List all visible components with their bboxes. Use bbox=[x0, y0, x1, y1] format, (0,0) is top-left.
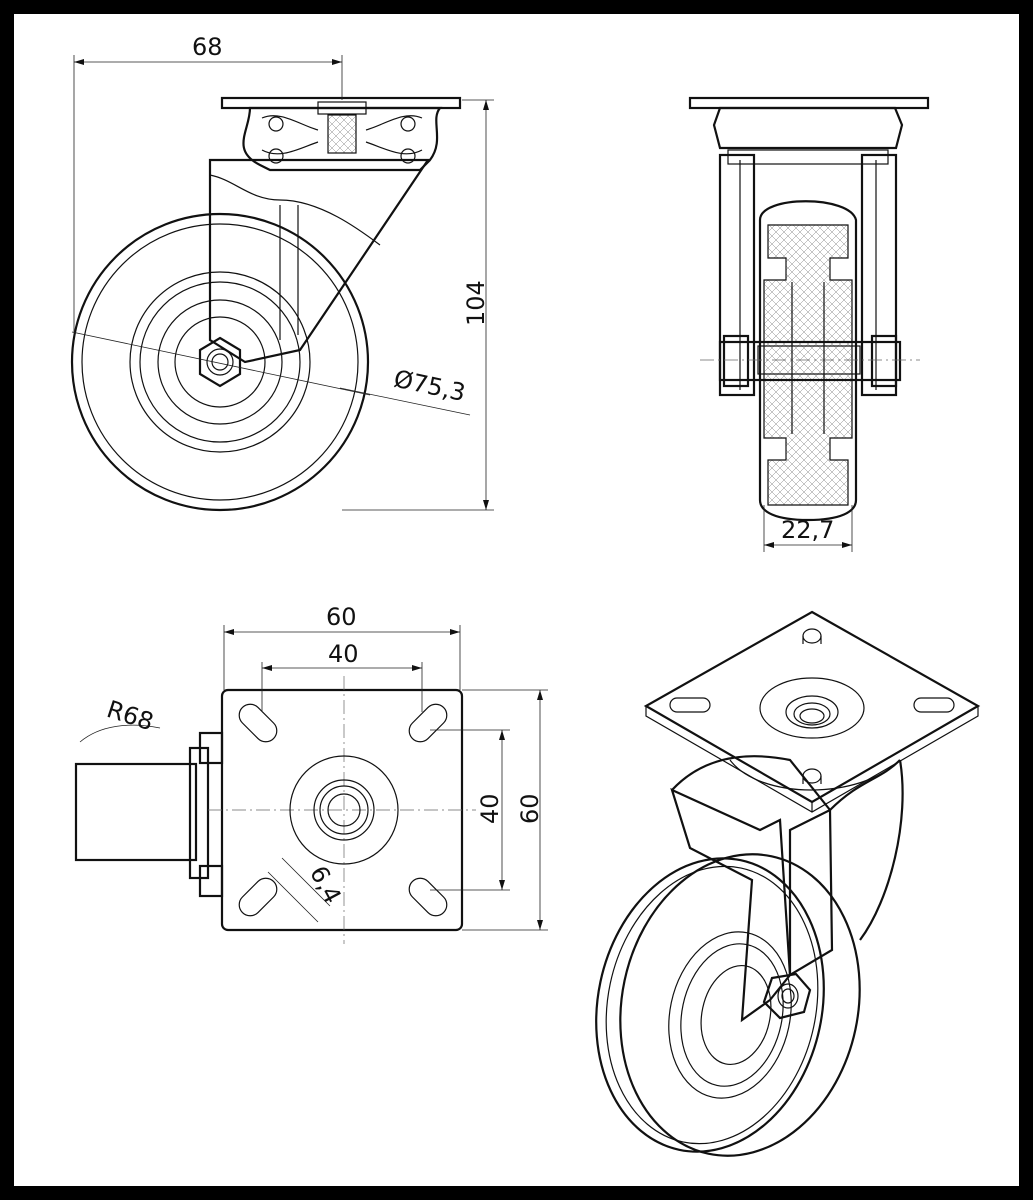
wheel-front bbox=[758, 200, 858, 522]
width-label: 68 bbox=[192, 33, 223, 61]
isometric-view bbox=[595, 610, 981, 1157]
top-view: 60 40 40 60 6,4 R68 bbox=[74, 603, 548, 944]
hole-spacing-y-label: 40 bbox=[476, 793, 504, 824]
axle-nut-iso bbox=[762, 972, 812, 1020]
wheel-outer bbox=[70, 212, 370, 512]
swivel-radius-label: R68 bbox=[103, 695, 157, 736]
wheel-iso bbox=[595, 857, 825, 1153]
plate-height-label: 60 bbox=[516, 793, 544, 824]
hole-spacing-x-label: 40 bbox=[328, 640, 359, 668]
plate-width-label: 60 bbox=[326, 603, 357, 631]
top-plate-side bbox=[220, 96, 462, 110]
technical-drawing: Ø75,3 68 104 22,7 bbox=[70, 33, 981, 1157]
axle-nut bbox=[198, 336, 242, 388]
slot-width-label: 6,4 bbox=[304, 861, 347, 908]
height-label: 104 bbox=[462, 280, 490, 326]
drawing-sheet: Ø75,3 68 104 22,7 bbox=[14, 14, 1019, 1186]
front-view: 22,7 bbox=[688, 96, 930, 552]
wheel-width-label: 22,7 bbox=[781, 516, 834, 544]
mounting-plate-iso bbox=[643, 610, 981, 804]
side-view: Ø75,3 68 104 bbox=[70, 33, 494, 512]
fork-arm bbox=[208, 158, 431, 364]
